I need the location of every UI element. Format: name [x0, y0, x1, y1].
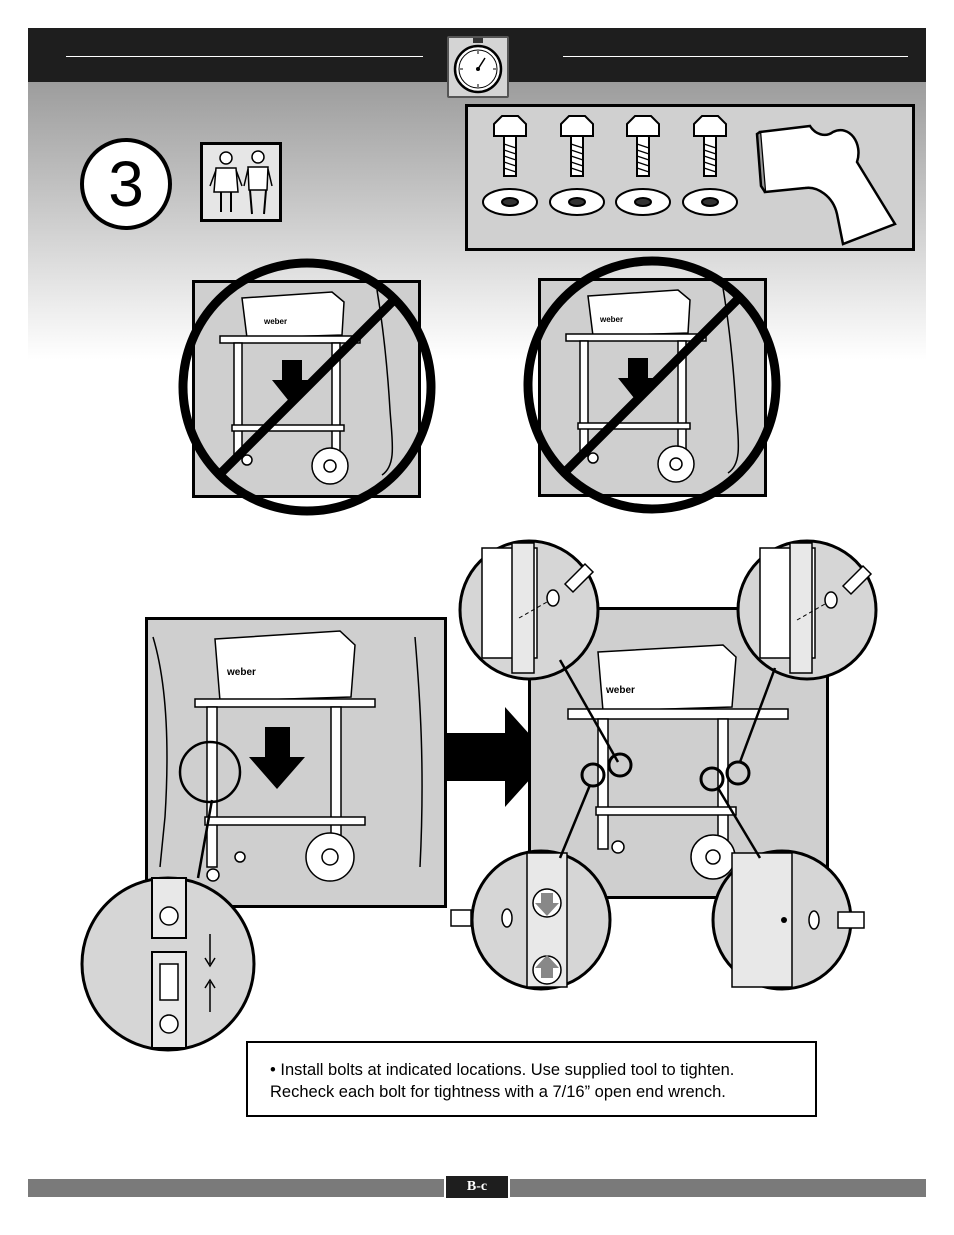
instruction-line-2: Recheck each bolt for tightness with a 7… — [270, 1083, 726, 1101]
footer-bar-left — [28, 1179, 444, 1197]
page-number: B-c — [446, 1176, 508, 1198]
weber-logo: weber — [226, 667, 256, 678]
instructions-note: • Install bolts at indicated locations. … — [246, 1041, 817, 1117]
arrow-right-icon — [445, 707, 550, 807]
detail-circle-leg-alignment — [80, 876, 256, 1052]
assembly-panel: weber — [145, 617, 447, 908]
detail-circle-bottom-center — [450, 849, 612, 991]
washer-icon — [482, 188, 738, 216]
header-rule-right — [563, 56, 908, 57]
parts-box — [465, 104, 915, 251]
weber-logo: weber — [599, 315, 623, 324]
detail-circle-top-right — [736, 539, 878, 681]
detail-circle-top-left — [458, 539, 600, 681]
two-people-icon — [200, 142, 282, 222]
footer-bar-right — [510, 1179, 926, 1197]
weber-logo: weber — [605, 685, 635, 696]
prohibited-icon — [178, 258, 436, 516]
weber-logo: weber — [263, 317, 287, 326]
prohibited-icon — [523, 256, 781, 514]
stopwatch-icon — [447, 36, 509, 98]
bolt-icon — [493, 115, 727, 177]
wrench-tool-icon — [755, 124, 897, 246]
step-number: 3 — [80, 138, 172, 230]
instruction-line-1: • Install bolts at indicated locations. … — [270, 1061, 735, 1079]
header-rule-left — [66, 56, 423, 57]
detail-circle-bottom-right — [711, 849, 865, 991]
